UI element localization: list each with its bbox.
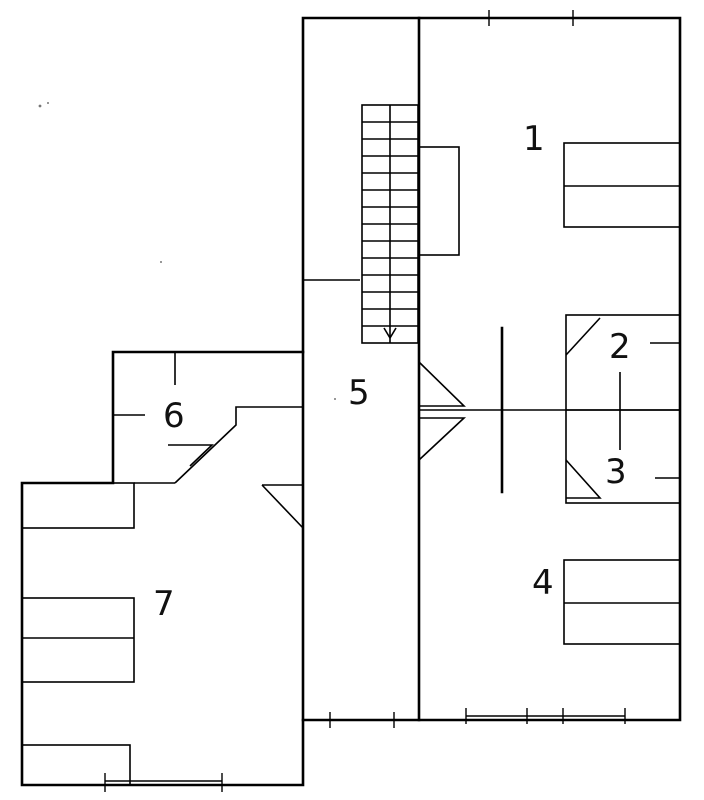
- interior-walls: [113, 16, 680, 722]
- room-3-label: 3: [605, 452, 627, 492]
- windows: [104, 10, 626, 792]
- room-7-label: 7: [153, 584, 175, 624]
- room-2-label: 2: [609, 327, 631, 367]
- room-6-label: 6: [163, 396, 185, 436]
- beds: [21, 142, 681, 786]
- room-labels: 1 2 3 4 5 6 7: [153, 119, 631, 624]
- scan-specks: [38, 102, 336, 400]
- room-5-label: 5: [348, 373, 370, 413]
- doors: [168, 317, 602, 529]
- outer-walls: [20, 16, 682, 787]
- room-4-label: 4: [532, 563, 554, 603]
- staircase: [361, 104, 419, 344]
- cupboard: [418, 146, 460, 256]
- label-leaders: [619, 342, 680, 479]
- room-1-label: 1: [523, 119, 545, 159]
